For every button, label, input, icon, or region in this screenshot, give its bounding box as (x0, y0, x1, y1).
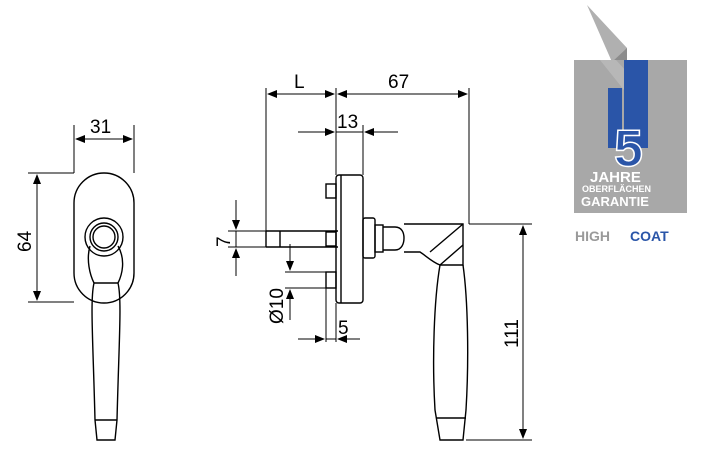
badge-years: JAHRE (590, 169, 641, 186)
label-width-31: 31 (90, 117, 111, 138)
side-view (228, 88, 532, 441)
guarantee-badge: 5 JAHRE OBERFLÄCHEN GARANTIE HIGH COAT (574, 5, 687, 244)
rosette-side (335, 174, 364, 304)
brand-coat: COAT (630, 228, 669, 244)
neck-inner (89, 222, 119, 252)
badge-guarantee: GARANTIE (581, 194, 649, 209)
collar (362, 217, 376, 259)
screw-lower (325, 271, 337, 289)
front-grip (87, 245, 124, 441)
neck-outer (84, 217, 124, 257)
lever-arm (404, 223, 464, 266)
label-offset-67: 67 (388, 72, 409, 93)
brand-high: HIGH (575, 228, 610, 244)
label-height-111: 111 (502, 319, 523, 348)
label-spindle-7: 7 (214, 236, 235, 247)
label-diameter-10: Ø10 (267, 288, 288, 324)
front-view (28, 125, 135, 441)
badge-blue-stripe (624, 60, 648, 148)
screw-middle (325, 231, 337, 247)
badge-surface: OBERFLÄCHEN (582, 184, 651, 194)
label-length-L: L (294, 72, 305, 93)
neck (383, 226, 405, 251)
screw-upper (325, 183, 337, 199)
label-plate-13: 13 (337, 112, 358, 133)
badge-number: 5 (614, 120, 643, 178)
label-offset-5: 5 (338, 318, 349, 339)
rosette-plate (73, 172, 135, 304)
label-height-64: 64 (15, 230, 36, 252)
side-grip (432, 264, 469, 441)
